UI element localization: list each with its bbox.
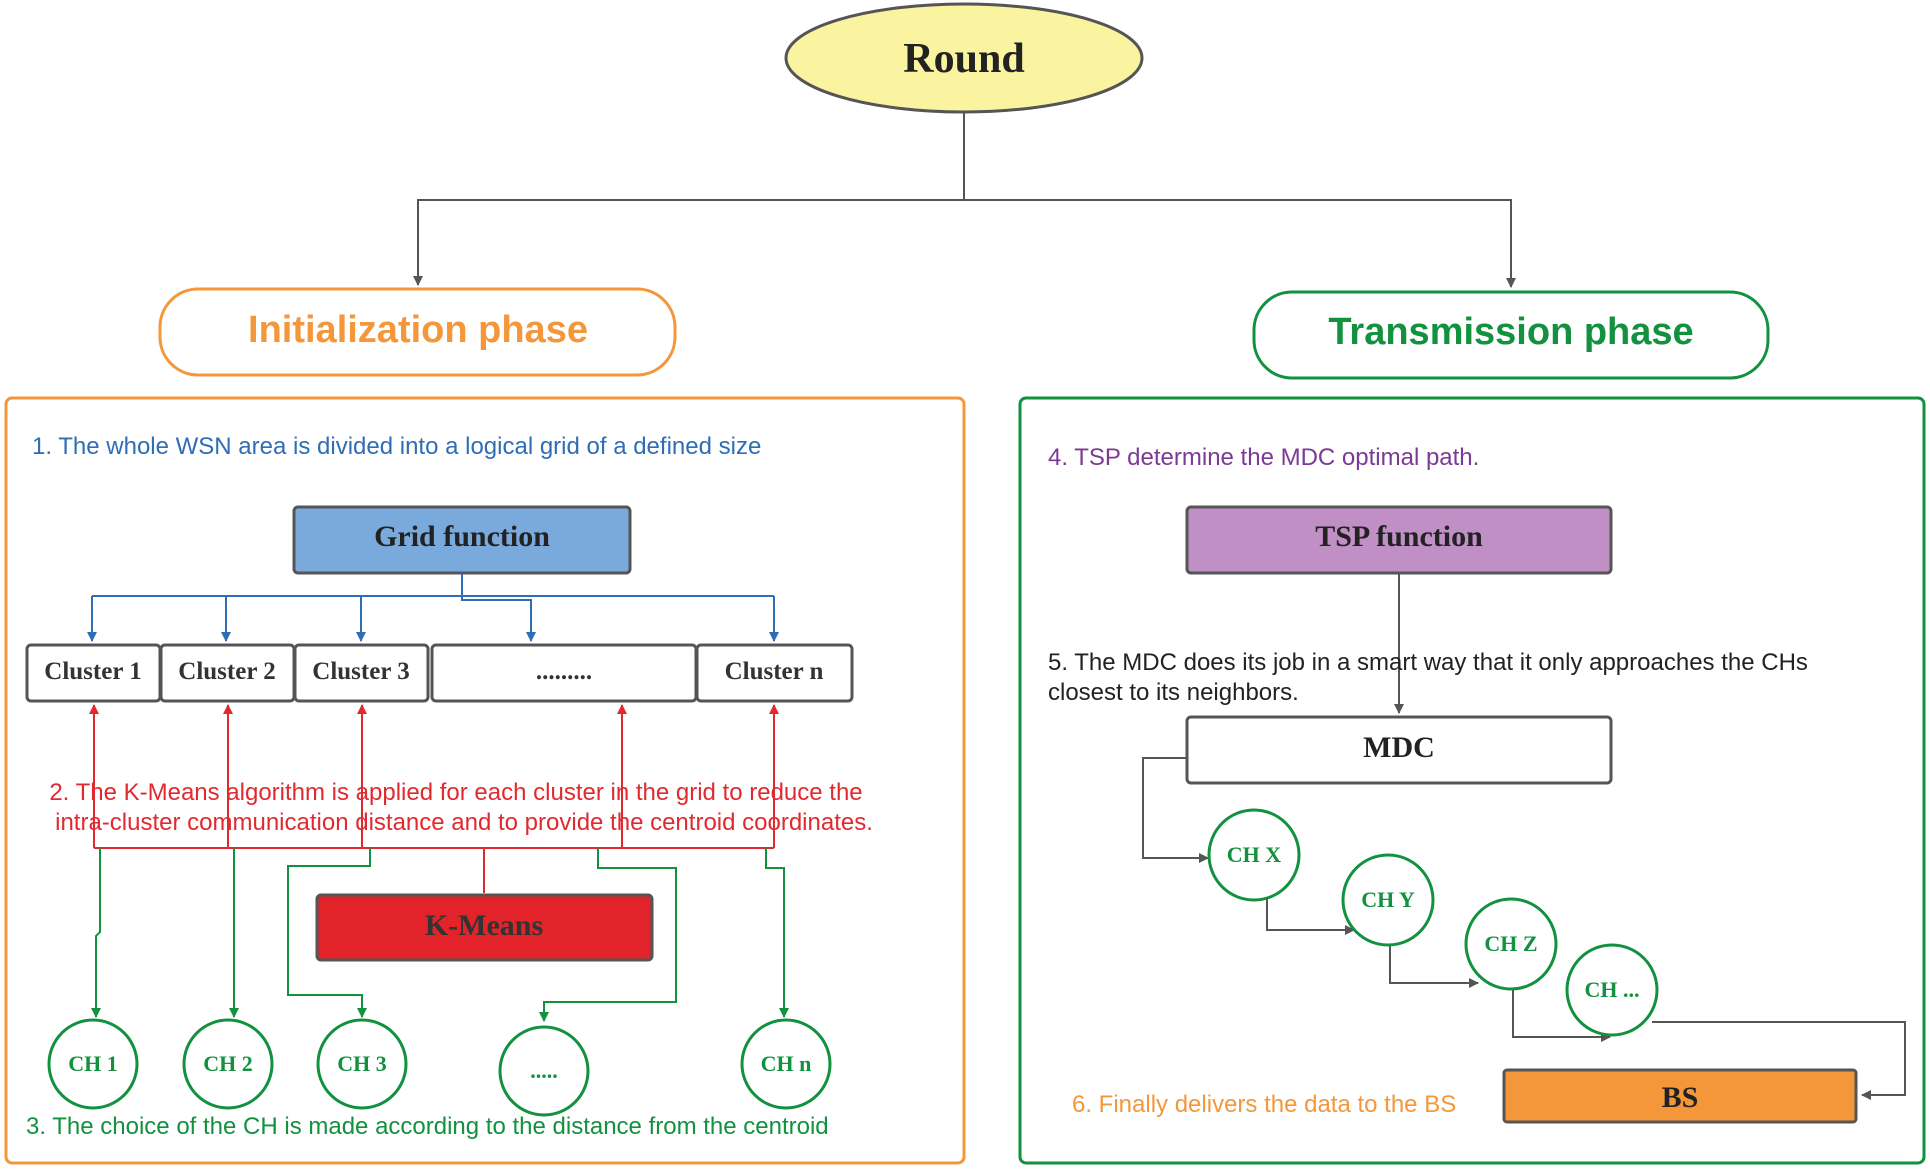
ch-label-2: CH 2 [203,1051,253,1076]
cluster-box-3 [293,643,430,703]
step5-line1: 5. The MDC does its job in a smart way t… [1048,649,1808,676]
root-to-init-arrow [413,199,964,286]
ch-label-ellipsis: ..... [530,1058,558,1083]
tsp-function-label: TSP function [1315,520,1483,553]
cluster-row: Cluster 1 Cluster 2 Cluster 3 ......... … [25,643,854,703]
mdc-path-arrows [1142,757,1906,1100]
trans-phase-label: Transmission phase [1328,311,1693,353]
root-connectors [413,112,1516,288]
step3-text: 3. The choice of the CH is made accordin… [26,1113,829,1140]
cluster-label-n: Cluster n [725,658,824,685]
root-node: Round [784,2,1144,114]
ch-label-x: CH X [1227,842,1282,867]
initialization-panel: 1. The whole WSN area is divided into a … [4,396,966,1165]
transmission-panel: 4. TSP determine the MDC optimal path. T… [1018,396,1926,1165]
mdc-label: MDC [1363,731,1435,764]
ch-node-z [1464,897,1558,991]
ch-node-ellipsis [498,1025,590,1117]
ch-label-y: CH Y [1361,887,1415,912]
init-phase-label: Initialization phase [248,309,588,351]
ch-label-more: CH ... [1585,977,1640,1002]
step2-line1: 2. The K-Means algorithm is applied for … [49,779,862,806]
ch-node-x [1207,808,1301,902]
trans-phase-box [1252,290,1770,380]
init-panel-frame [4,396,966,1165]
ch-node-more [1565,943,1659,1037]
mdc-box [1185,715,1613,785]
bs-box [1502,1068,1858,1124]
kmeans-label: K-Means [425,909,543,942]
grid-to-cluster-arrows [87,573,779,642]
ch-node-n [740,1018,832,1110]
bs-label: BS [1662,1081,1699,1114]
ch-node-3 [316,1018,408,1110]
ch-label-1: CH 1 [68,1051,118,1076]
step5-line2: closest to its neighbors. [1048,679,1299,706]
cluster-head-row: CH 1 CH 2 CH 3 ..... CH n [47,1018,832,1117]
grid-function-label: Grid function [374,520,550,553]
step6-text: 6. Finally delivers the data to the BS [1072,1091,1456,1118]
ch-label-3: CH 3 [337,1051,387,1076]
ch-node-y [1341,853,1435,947]
step2-line2: intra-cluster communication distance and… [55,809,873,836]
trans-panel-frame [1018,396,1926,1165]
cluster-label-2: Cluster 2 [178,658,275,685]
kmeans-box [315,893,654,962]
root-to-trans-arrow [964,199,1516,288]
ch-label-n: CH n [761,1051,812,1076]
init-phase-node: Initialization phase [158,287,677,377]
trans-phase-node: Transmission phase [1252,290,1770,380]
cluster-label-3: Cluster 3 [312,658,409,685]
cluster-label-1: Cluster 1 [44,658,141,685]
cluster-label-ellipsis: ......... [536,658,592,685]
kmeans-to-ch-arrows [91,848,789,1022]
ch-node-1 [47,1018,139,1110]
ch-label-z: CH Z [1484,931,1537,956]
step4-text: 4. TSP determine the MDC optimal path. [1048,444,1479,471]
mdc-cluster-heads: CH X CH Y CH Z CH ... [1207,808,1659,1037]
step1-text: 1. The whole WSN area is divided into a … [32,433,761,460]
root-label: Round [903,36,1024,82]
kmeans-to-cluster-arrows [89,704,779,893]
init-phase-box [158,287,677,377]
cluster-box-n [695,643,854,703]
ch-node-2 [182,1018,274,1110]
